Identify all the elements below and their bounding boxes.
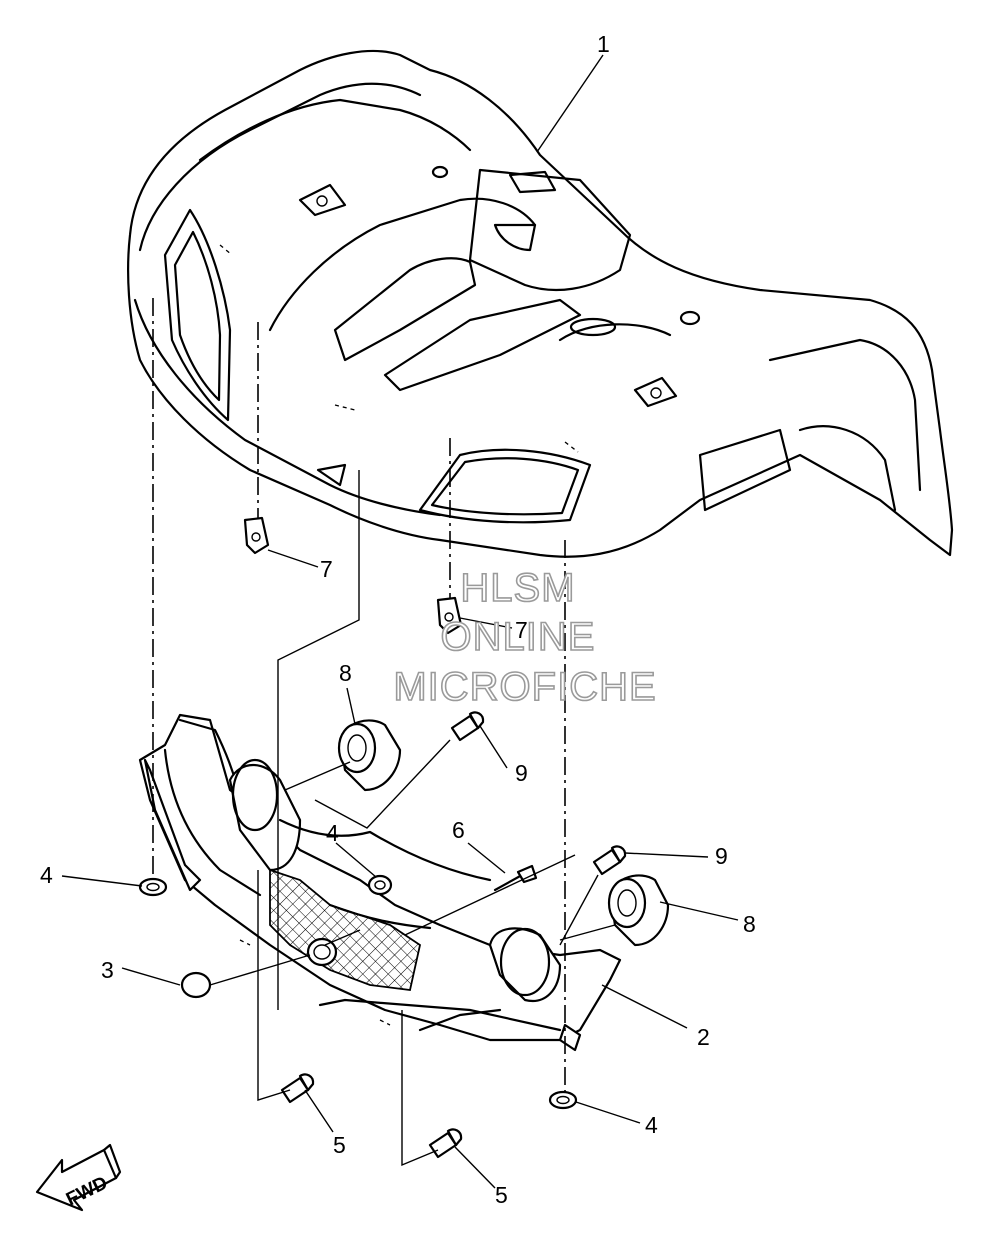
watermark-line-3: MICROFICHE bbox=[393, 665, 656, 709]
callout-7: 7 bbox=[320, 556, 333, 582]
callout-9: 9 bbox=[715, 843, 728, 869]
callout-3: 3 bbox=[101, 957, 114, 983]
emblem-ring bbox=[306, 937, 338, 967]
cap bbox=[180, 971, 212, 999]
watermark-line-1: HLSM bbox=[460, 566, 575, 610]
front-fender bbox=[127, 49, 954, 558]
grommet-center bbox=[367, 874, 393, 896]
assembly-lines bbox=[152, 298, 616, 1167]
grommet-left bbox=[138, 877, 168, 897]
callout-6: 6 bbox=[452, 817, 465, 843]
lamp-socket-left bbox=[337, 719, 402, 792]
callout-9: 9 bbox=[515, 760, 528, 786]
watermark-line-2: ONLINE bbox=[441, 615, 596, 659]
bolt-right bbox=[592, 845, 627, 876]
leader-lines bbox=[61, 54, 739, 1189]
bolt-lower-center bbox=[428, 1128, 463, 1159]
fwd-arrow-icon: FWD bbox=[35, 1143, 122, 1212]
clip-left bbox=[243, 516, 270, 555]
callout-5: 5 bbox=[333, 1132, 346, 1158]
callout-1: 1 bbox=[597, 31, 610, 57]
clip-center bbox=[436, 596, 463, 635]
grommet-right bbox=[548, 1090, 578, 1110]
callout-5: 5 bbox=[495, 1182, 508, 1208]
callout-4: 4 bbox=[645, 1112, 658, 1138]
lamp-socket-right bbox=[607, 874, 670, 947]
callout-2: 2 bbox=[697, 1024, 710, 1050]
callout-7: 7 bbox=[515, 617, 528, 643]
bolt-lower-left bbox=[280, 1073, 315, 1104]
bolt-upper bbox=[450, 711, 485, 742]
callout-8: 8 bbox=[743, 911, 756, 937]
watermark: HLSM ONLINE MICROFICHE bbox=[393, 565, 657, 710]
front-guard bbox=[138, 713, 622, 1052]
callouts: 1 2 3 4 4 4 5 5 6 7 7 8 8 9 9 bbox=[40, 31, 756, 1208]
callout-4: 4 bbox=[326, 820, 339, 846]
callout-4: 4 bbox=[40, 862, 53, 888]
callout-8: 8 bbox=[339, 660, 352, 686]
screw bbox=[493, 864, 538, 892]
